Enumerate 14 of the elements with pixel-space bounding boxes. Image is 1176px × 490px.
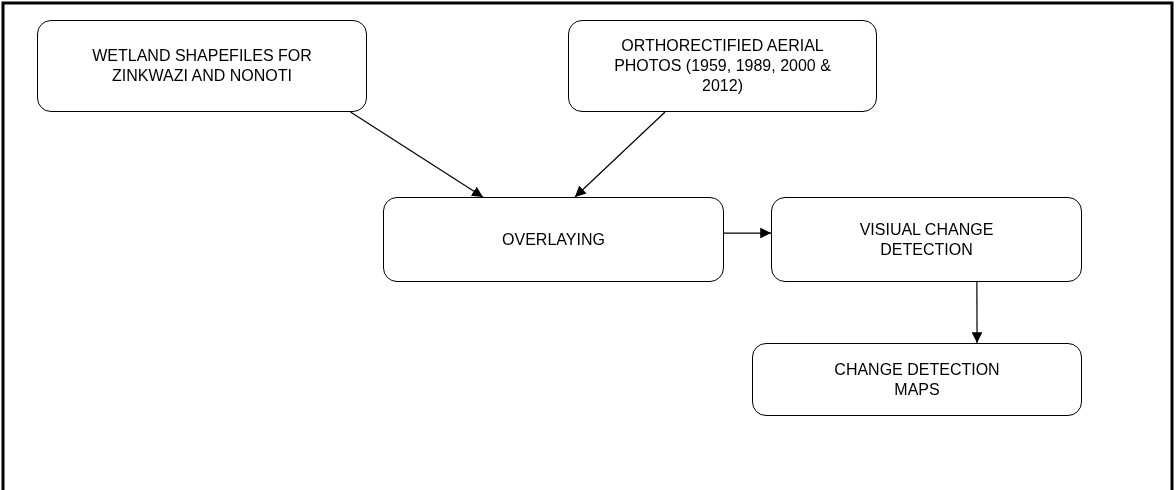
arrow bbox=[574, 111, 666, 198]
arrow bbox=[723, 227, 772, 239]
process-box bbox=[771, 197, 1082, 282]
arrow bbox=[971, 281, 983, 344]
box-label: WETLAND SHAPEFILES FOR ZINKWAZI AND NONOTI bbox=[91, 46, 313, 86]
box-label: OVERLAYING bbox=[502, 229, 605, 250]
process-box bbox=[568, 20, 877, 112]
box-label: VISIUAL CHANGE DETECTION bbox=[858, 219, 995, 260]
process-box bbox=[383, 197, 724, 282]
box-label: CHANGE DETECTION MAPS bbox=[833, 359, 1001, 400]
process-box bbox=[752, 343, 1082, 416]
arrow bbox=[349, 111, 484, 198]
process-box bbox=[37, 20, 367, 112]
box-label: ORTHORECTIFIED AERIAL PHOTOS (1959, 1989, 2000 & 2012) bbox=[613, 36, 832, 96]
